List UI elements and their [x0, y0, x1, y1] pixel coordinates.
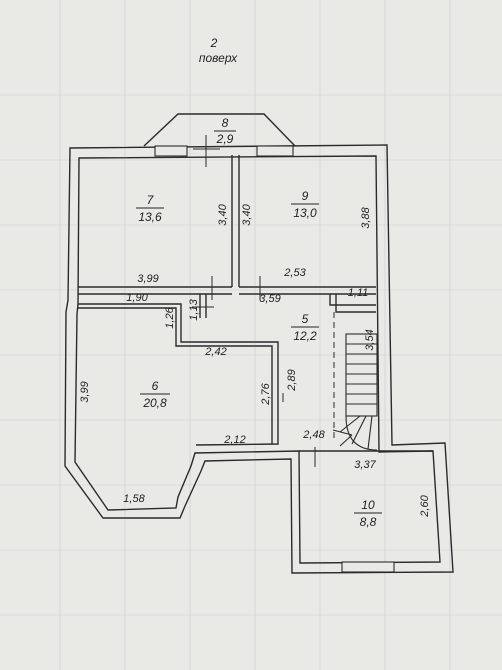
- dim-room6-top: 1,90: [126, 292, 148, 304]
- room-8: 8 2,9: [214, 116, 236, 146]
- dim-room10-height: 2,60: [419, 494, 431, 517]
- door-marks: [192, 135, 316, 467]
- dim-room6-left: 3,99: [79, 381, 91, 402]
- room-number: 9: [302, 189, 309, 203]
- room-number: 6: [152, 379, 159, 393]
- window-room9: [256, 145, 294, 157]
- room-10: 10 8,8: [354, 498, 382, 529]
- dim-hall-right: 1,11: [348, 287, 369, 299]
- room-number: 5: [302, 312, 309, 326]
- room-area: 8,8: [360, 515, 377, 529]
- room-area: 13,0: [293, 206, 317, 220]
- room-6: 6 20,8: [140, 379, 170, 410]
- room-number: 8: [222, 116, 229, 130]
- floor-number: 2: [210, 36, 218, 50]
- dim-hall-lower: 2,48: [302, 429, 325, 441]
- room-area: 12,2: [293, 329, 317, 343]
- dim-stair-length: 3,54: [364, 329, 376, 350]
- dim-room6-mid: 2,42: [204, 346, 226, 358]
- room-area: 2,9: [216, 132, 234, 146]
- dim-hall-width: 3,59: [259, 293, 280, 305]
- dim-room6-lower: 2,12: [223, 434, 245, 446]
- windows: [154, 145, 395, 573]
- wall-under-9: [239, 286, 376, 295]
- room6-wall-inner: [78, 307, 273, 444]
- room-7: 7 13,6: [136, 193, 164, 224]
- floor-label: поверх: [199, 51, 238, 65]
- dim-room7-height: 3,40: [217, 203, 229, 225]
- dim-hall-height: 2,89: [286, 369, 298, 391]
- dimension-labels: 3,40 3,99 3,40 3,88 2,53 3,59 1,11 1,90 …: [79, 203, 431, 517]
- dim-corridor-step: 1,13: [188, 298, 200, 320]
- room-number: 7: [147, 193, 155, 207]
- outer-wall: [64, 144, 454, 574]
- dim-bay-width: 1,58: [123, 493, 145, 505]
- room-9: 9 13,0: [291, 189, 319, 220]
- dim-room10-width: 3,37: [354, 459, 376, 471]
- window-room7: [154, 145, 188, 157]
- dim-room9-height-left: 3,40: [241, 203, 253, 225]
- window-room10: [341, 561, 395, 573]
- room-number: 10: [361, 498, 375, 512]
- dim-room6-right: 2,76: [260, 382, 272, 405]
- room-area: 20,8: [142, 396, 167, 410]
- dim-room9-height-right: 3,88: [360, 206, 372, 228]
- dim-room6-step: 1,26: [164, 306, 176, 328]
- walls: [64, 113, 454, 574]
- staircase: [332, 333, 378, 451]
- room-5: 5 12,2: [291, 312, 319, 343]
- wall-under-7: [78, 286, 232, 295]
- room6-wall: [78, 303, 279, 446]
- bay-window-top: [143, 113, 296, 147]
- dim-room7-width: 3,99: [137, 273, 158, 285]
- dim-room9-width: 2,53: [283, 267, 306, 279]
- room-area: 13,6: [138, 210, 162, 224]
